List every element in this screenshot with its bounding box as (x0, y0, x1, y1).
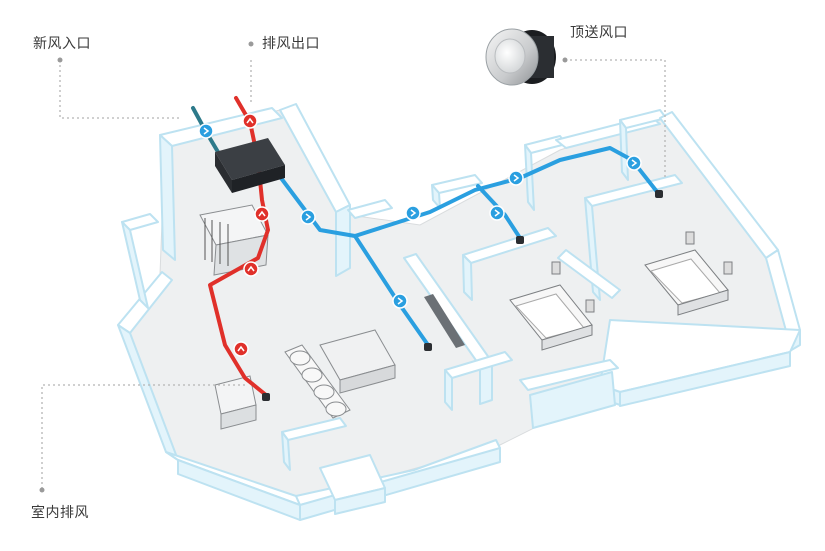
ventilation-unit-icon (215, 138, 285, 193)
red-arrow-badge-icon (242, 113, 258, 129)
tv-cabinet (214, 375, 257, 430)
red-arrow-badge-icon (243, 261, 259, 277)
blue-arrow-badge-icon (392, 293, 408, 309)
blue-arrow-badge-icon (626, 155, 642, 171)
exhaust-duct (208, 96, 270, 397)
blue-arrow-badge-icon (405, 205, 421, 221)
exhaust-outlet-label: 排风出口 (262, 36, 320, 52)
window-panel (424, 294, 465, 348)
ceiling-vent-icon (485, 28, 556, 86)
red-arrow-badge-icon (233, 341, 249, 357)
bed-2 (644, 231, 733, 316)
blue-arrow-badge-icon (198, 123, 214, 139)
bed-1 (509, 261, 595, 351)
blue-arrow-badge-icon (489, 205, 505, 221)
ceiling-supply-vent-label: 顶送风口 (570, 25, 628, 41)
walls (117, 103, 801, 521)
blue-arrow-badge-icon (300, 209, 316, 225)
supply-arrow-badges (198, 123, 642, 309)
fresh-air-inlet-label: 新风入口 (33, 36, 91, 52)
callout-lines (41, 59, 666, 490)
blue-arrow-badge-icon (508, 170, 524, 186)
sofa (284, 329, 396, 419)
exhaust-arrow-badges (233, 113, 270, 357)
callout-dots (39, 41, 568, 493)
supply-outlets (262, 190, 663, 401)
indoor-exhaust-label: 室内排风 (31, 505, 89, 521)
utility-cabinet (199, 204, 269, 276)
red-arrow-badge-icon (254, 206, 270, 222)
